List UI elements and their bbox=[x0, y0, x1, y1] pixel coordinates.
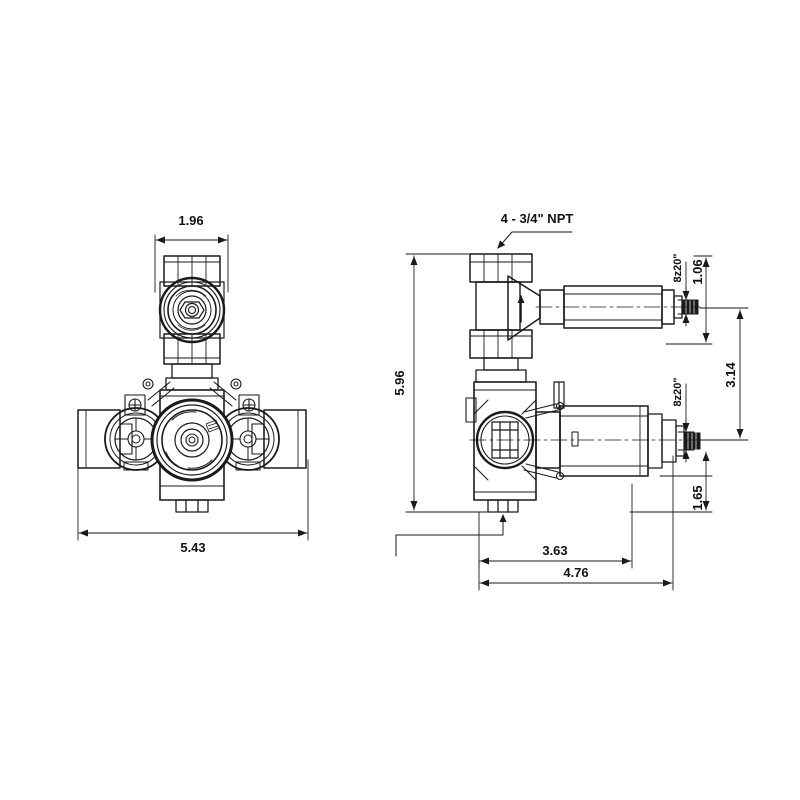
side-dim-upper-stem-dia bbox=[677, 261, 695, 327]
side-dim-lower-stem-dia-label: 8z20" bbox=[672, 377, 684, 406]
side-dim-upper-stem-height bbox=[665, 255, 713, 345]
side-dim-lower-stem-height-label: 1.65 bbox=[690, 485, 705, 510]
side-dim-overall-height-label: 5.96 bbox=[392, 370, 407, 395]
side-dim-overall-depth-label: 4.76 bbox=[563, 565, 588, 580]
front-upper-valve-body bbox=[158, 255, 226, 365]
side-lower-cartridge bbox=[469, 405, 703, 477]
side-dim-depth-to-stem-label: 3.63 bbox=[542, 543, 567, 558]
front-dim-overall-width-label: 5.43 bbox=[180, 540, 205, 555]
front-dim-overall-width bbox=[77, 459, 309, 541]
side-dim-lower-stem-dia bbox=[677, 383, 695, 463]
side-dim-center-spacing-label: 3.14 bbox=[723, 362, 738, 388]
side-dim-upper-stem-dia-label: 8z20" bbox=[672, 253, 684, 282]
side-dim-upper-stem-height-label: 1.06 bbox=[690, 259, 705, 284]
side-dim-lower-stem-height bbox=[629, 451, 713, 513]
npt-note-label: 4 - 3/4" NPT bbox=[501, 211, 574, 226]
npt-leader-line bbox=[497, 231, 573, 249]
lower-adjust-stem bbox=[683, 432, 701, 450]
side-view bbox=[395, 231, 749, 591]
front-center-handwheel bbox=[150, 398, 234, 482]
front-dim-top-width bbox=[154, 234, 229, 293]
side-dim-overall-depth bbox=[478, 455, 674, 591]
side-upper-cartridge bbox=[469, 253, 701, 359]
front-dim-top-width-label: 1.96 bbox=[178, 213, 203, 228]
side-dim-center-spacing bbox=[699, 307, 749, 441]
front-view bbox=[77, 234, 309, 541]
side-dim-depth-to-stem bbox=[478, 483, 633, 569]
outlet-leader-line bbox=[395, 514, 507, 557]
